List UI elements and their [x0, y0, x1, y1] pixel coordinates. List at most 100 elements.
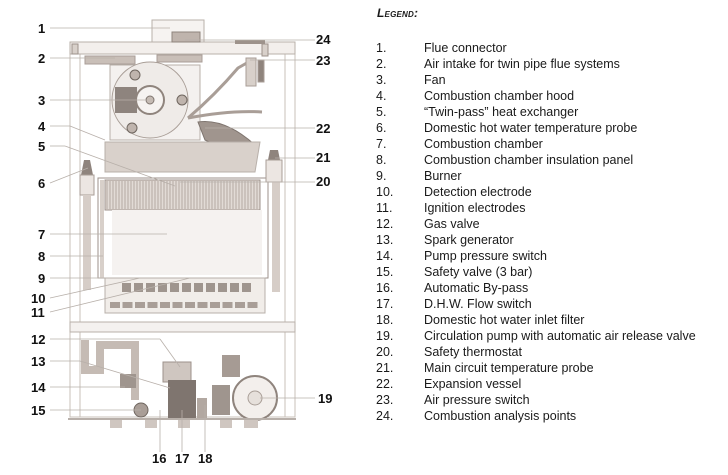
callout-23: 23: [316, 53, 330, 68]
callout-5: 5: [38, 139, 45, 154]
legend-item-label: “Twin-pass” heat exchanger: [424, 105, 579, 119]
burner-nozzle: [147, 302, 158, 308]
legend-item: 18. Domestic hot water inlet filter: [376, 312, 726, 328]
burner-nozzle: [110, 302, 120, 308]
legend-item-number: 3.: [376, 73, 387, 87]
legend-item-number: 1.: [376, 41, 387, 55]
dhw-probe: [79, 160, 95, 290]
main-circuit-probe: [265, 150, 283, 292]
fan: [109, 61, 201, 141]
burner-ramp: [170, 283, 179, 292]
burner-ramp: [206, 283, 215, 292]
legend-item-label: Combustion chamber: [424, 137, 543, 151]
legend-item-label: Pump pressure switch: [424, 249, 547, 263]
legend-item-number: 5.: [376, 105, 387, 119]
legend-item-label: Air intake for twin pipe flue systems: [424, 57, 620, 71]
callout-18: 18: [198, 451, 212, 466]
burner-ramp: [122, 283, 131, 292]
lower-frame: [69, 321, 296, 333]
callout-6: 6: [38, 176, 45, 191]
legend-item-number: 9.: [376, 169, 387, 183]
legend-item: 20.Safety thermostat: [376, 344, 726, 360]
legend-item-number: 6.: [376, 121, 387, 135]
legend-item-label: Domestic hot water inlet filter: [424, 313, 585, 327]
burner-ramp: [218, 283, 227, 292]
callout-3: 3: [38, 93, 45, 108]
legend-item-number: 15.: [376, 265, 394, 279]
legend-item: 13.Spark generator: [376, 232, 726, 248]
legend-item-number: 10.: [376, 185, 394, 199]
callout-14: 14: [31, 380, 46, 395]
legend-item: 21.Main circuit temperature probe: [376, 360, 726, 376]
legend-item-label: Combustion chamber hood: [424, 89, 575, 103]
legend-item-number: 18.: [376, 313, 394, 327]
callout-21: 21: [316, 150, 330, 165]
burner-nozzle: [247, 302, 258, 308]
callout-9: 9: [38, 271, 45, 286]
burner-nozzle: [185, 302, 195, 308]
legend-item-label: Expansion vessel: [424, 377, 522, 391]
legend-item: 12.Gas valve: [376, 216, 726, 232]
burner-nozzle: [235, 302, 245, 308]
legend-item-label: Circulation pump with automatic air rele…: [424, 329, 696, 343]
legend-item-number: 16.: [376, 281, 394, 295]
legend-item-label: Combustion analysis points: [424, 409, 577, 423]
legend-item: 7. Combustion chamber: [376, 136, 726, 152]
heat-exchanger: [104, 179, 261, 211]
callouts: 1 2 3 4 5 6 7 8 9 10 11 12 13 14 15 16 1…: [31, 21, 332, 466]
callout-7: 7: [38, 227, 45, 242]
legend-item: 9.Burner: [376, 168, 726, 184]
legend-item: 24. Combustion analysis points: [376, 408, 726, 424]
legend-item: 8.Combustion chamber insulation panel: [376, 152, 726, 168]
legend-item: 22. Expansion vessel: [376, 376, 726, 392]
legend-item-label: Air pressure switch: [424, 393, 530, 407]
legend-item-label: Spark generator: [424, 233, 514, 247]
legend-item-number: 22.: [376, 377, 394, 391]
callout-2: 2: [38, 51, 45, 66]
burner-nozzle: [172, 302, 183, 308]
boiler-diagram: 1 2 3 4 5 6 7 8 9 10 11 12 13 14 15 16 1…: [31, 19, 332, 466]
legend-item-number: 11.: [376, 201, 393, 215]
legend-item: 1.Flue connector: [376, 40, 726, 56]
legend-item-label: Automatic By-pass: [424, 281, 529, 295]
callout-10: 10: [31, 291, 45, 306]
legend-item-label: Safety valve (3 bar): [424, 265, 533, 279]
burner: [104, 277, 266, 314]
leader-lines: [49, 27, 315, 452]
legend-item: 23. Air pressure switch: [376, 392, 726, 408]
legend-item-label: Domestic hot water temperature probe: [424, 121, 638, 135]
hydraulic-group: [68, 340, 296, 428]
top-plate: [69, 19, 296, 57]
burner-ramp: [182, 283, 191, 292]
legend-item-number: 19.: [376, 329, 394, 343]
legend-item-label: D.H.W. Flow switch: [424, 297, 532, 311]
legend-item-label: Ignition electrodes: [424, 201, 526, 215]
legend-item-number: 20.: [376, 345, 394, 359]
burner-nozzle: [160, 302, 170, 308]
legend-item: 3.Fan: [376, 72, 726, 88]
air-pressure-switch: [187, 57, 265, 120]
burner-ramp: [158, 283, 167, 292]
callout-4: 4: [38, 119, 46, 134]
legend-item-number: 17.: [376, 297, 394, 311]
legend-item: 10.Detection electrode: [376, 184, 726, 200]
legend-item-number: 23.: [376, 393, 394, 407]
burner-nozzle: [210, 302, 220, 308]
legend-item: 5. “Twin-pass” heat exchanger: [376, 104, 726, 120]
legend-item: 6. Domestic hot water temperature probe: [376, 120, 726, 136]
burner-ramp: [194, 283, 203, 292]
burner-nozzle: [122, 302, 133, 308]
legend-item-number: 24.: [376, 409, 394, 423]
callout-16: 16: [152, 451, 166, 466]
legend-item-number: 14.: [376, 249, 394, 263]
callout-11: 11: [31, 305, 45, 320]
callout-17: 17: [175, 451, 189, 466]
callout-15: 15: [31, 403, 45, 418]
air-intake: [84, 55, 136, 65]
combustion-chamber: [97, 177, 269, 279]
legend-item-number: 7.: [376, 137, 387, 151]
legend-item-number: 8.: [376, 153, 387, 167]
legend-item: 17. D.H.W. Flow switch: [376, 296, 726, 312]
